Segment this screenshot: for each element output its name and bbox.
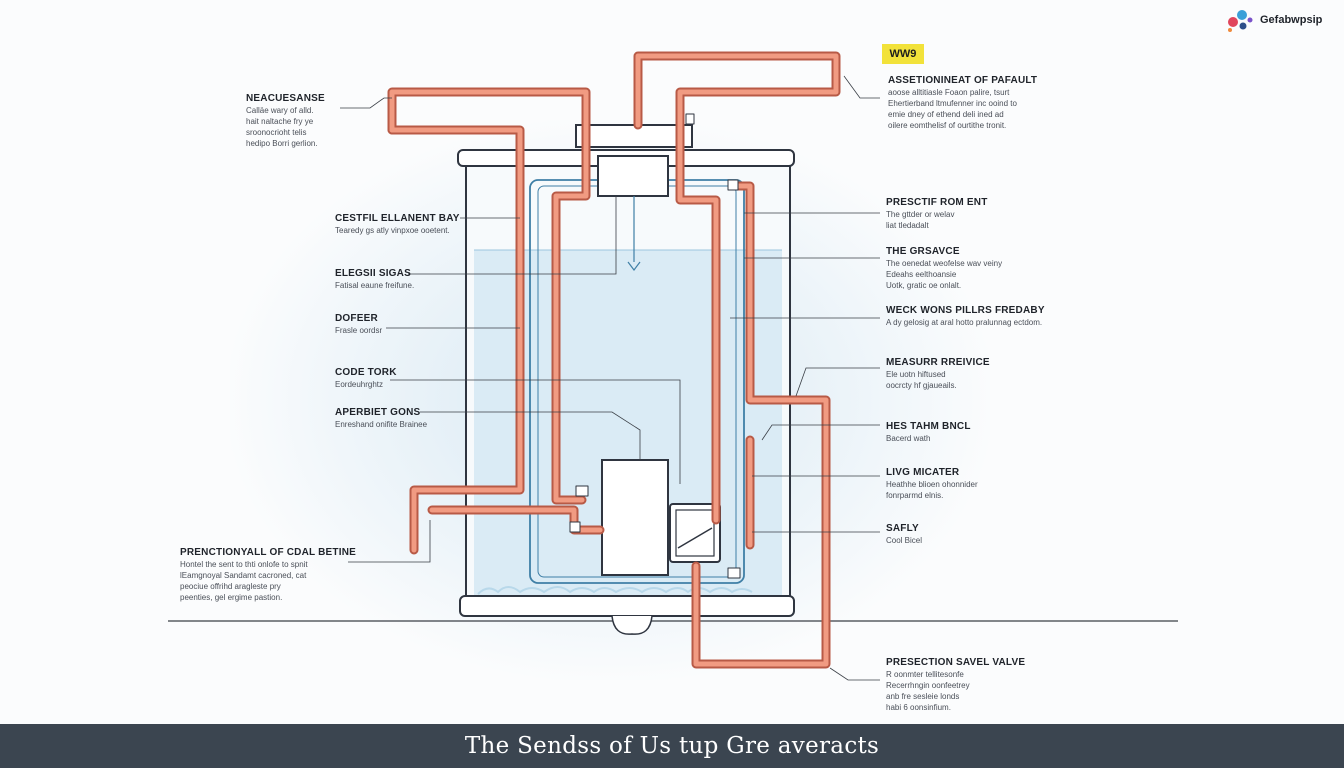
- callout-title: CODE TORK: [335, 367, 397, 378]
- version-badge: WW9: [882, 44, 924, 64]
- callout-title: NEACUESANSE: [246, 93, 325, 104]
- callout-desc: Bacerd wath: [886, 434, 931, 443]
- control-gauge-inner: [675, 509, 715, 557]
- callout-desc: Ele uotn hiftused oocrcty hf gjaueails.: [886, 370, 957, 390]
- callout-desc: Eordeuhrghtz: [335, 380, 384, 389]
- drain-cap: [611, 615, 653, 635]
- callout-title: ELEGSII SIGAS: [335, 268, 411, 279]
- dip-tube-tip: [627, 261, 641, 271]
- callout-right-6: HES TAHM BNCL Bacerd wath: [886, 420, 971, 444]
- callout-desc: The gttder or welav liat tledadalt: [886, 210, 955, 230]
- thermostat-box-top: [597, 155, 669, 197]
- callout-desc: Calläe wary of alld. hait naltache fry y…: [246, 106, 318, 148]
- callout-title: LIVG MICATER: [886, 467, 960, 478]
- callout-left-3: ELEGSII SIGAS Fatisal eaune freifune.: [335, 267, 414, 291]
- callout-left-4: DOFEER Frasle oordsr: [335, 312, 382, 336]
- callout-desc: Cool Bicel: [886, 536, 923, 545]
- callout-desc: Hontel the sent to thti onlofe to spnit …: [180, 560, 308, 602]
- brand-name: Gefabwpsip: [1260, 14, 1323, 26]
- callout-title: PRESCTIF ROM ENT: [886, 197, 988, 208]
- callout-desc: Frasle oordsr: [335, 326, 383, 335]
- callout-desc: Fatisal eaune freifune.: [335, 281, 415, 290]
- callout-left-7: PRENCTIONYALL OF CDAL BETINE Hontel the …: [180, 546, 356, 603]
- callout-desc: R oonmter tellitesonfe Recerrhngin oonfe…: [886, 670, 970, 712]
- callout-desc: Enreshand onifite Brainee: [335, 420, 428, 429]
- molecule-logo-icon: [1228, 10, 1253, 32]
- callout-desc: Heathhe blioen ohonnider fonrparmd elnis…: [886, 480, 978, 500]
- callout-right-9: PRESECTION SAVEL VALVE R oonmter tellite…: [886, 656, 1025, 713]
- callout-title: PRENCTIONYALL OF CDAL BETINE: [180, 547, 356, 558]
- water-heater-diagram: [168, 51, 1178, 681]
- leader-lines: [340, 75, 880, 681]
- callout-title: WECK WONS PILLRS FREDABY: [886, 305, 1045, 316]
- gauge-needle: [677, 527, 713, 549]
- callout-desc: Tearedy gs atly vinpxoe ooetent.: [335, 226, 450, 235]
- callout-desc: A dy gelosig at aral hotto pralunnag ect…: [886, 318, 1043, 327]
- callout-title: THE GRSAVCE: [886, 246, 960, 257]
- callout-desc: aoose alltitiasle Foaon palire, tsurt Eh…: [888, 88, 1017, 130]
- callout-title: CESTFIL ELLANENT BAY: [335, 213, 460, 224]
- copper-pipes: [387, 51, 841, 669]
- heating-element-box: [601, 459, 669, 576]
- tank-bottom-rim: [459, 595, 795, 617]
- callout-right-1: ASSETIONINEAT OF PAFAULT aoose alltitias…: [888, 74, 1037, 131]
- callout-right-8: SAFLY Cool Bicel: [886, 522, 922, 546]
- callout-desc: The oenedat weofelse wav veiny Edeahs ee…: [886, 259, 1003, 290]
- callout-right-7: LIVG MICATER Heathhe blioen ohonnider fo…: [886, 466, 978, 501]
- callout-left-1: NEACUESANSE Calläe wary of alld. hait na…: [246, 92, 325, 149]
- callout-title: HES TAHM BNCL: [886, 421, 971, 432]
- callout-title: ASSETIONINEAT OF PAFAULT: [888, 75, 1038, 86]
- footer-title: The Sendss of Us tup Gre averacts: [464, 733, 880, 759]
- callout-right-2: PRESCTIF ROM ENT The gttder or welav lia…: [886, 196, 988, 231]
- water-tank: [457, 124, 795, 635]
- callout-title: APERBIET GONS: [335, 407, 421, 418]
- callout-title: SAFLY: [886, 523, 919, 534]
- callout-left-5: CODE TORK Eordeuhrghtz: [335, 366, 397, 390]
- callout-title: DOFEER: [335, 313, 378, 324]
- callout-right-4: WECK WONS PILLRS FREDABY A dy gelosig at…: [886, 304, 1045, 328]
- callout-left-2: CESTFIL ELLANENT BAY Tearedy gs atly vin…: [335, 212, 460, 236]
- sediment: [477, 586, 753, 595]
- callout-right-3: THE GRSAVCE The oenedat weofelse wav vei…: [886, 245, 1002, 291]
- brand: Gefabwpsip: [1224, 6, 1322, 34]
- callout-right-5: MEASURR RREIVICE Ele uotn hiftused oocrc…: [886, 356, 990, 391]
- callout-title: MEASURR RREIVICE: [886, 357, 990, 368]
- callout-title: PRESECTION SAVEL VALVE: [886, 657, 1026, 668]
- footer-bar: The Sendss of Us tup Gre averacts: [0, 724, 1344, 768]
- top-housing: [575, 124, 693, 148]
- callout-left-6: APERBIET GONS Enreshand onifite Brainee: [335, 406, 427, 430]
